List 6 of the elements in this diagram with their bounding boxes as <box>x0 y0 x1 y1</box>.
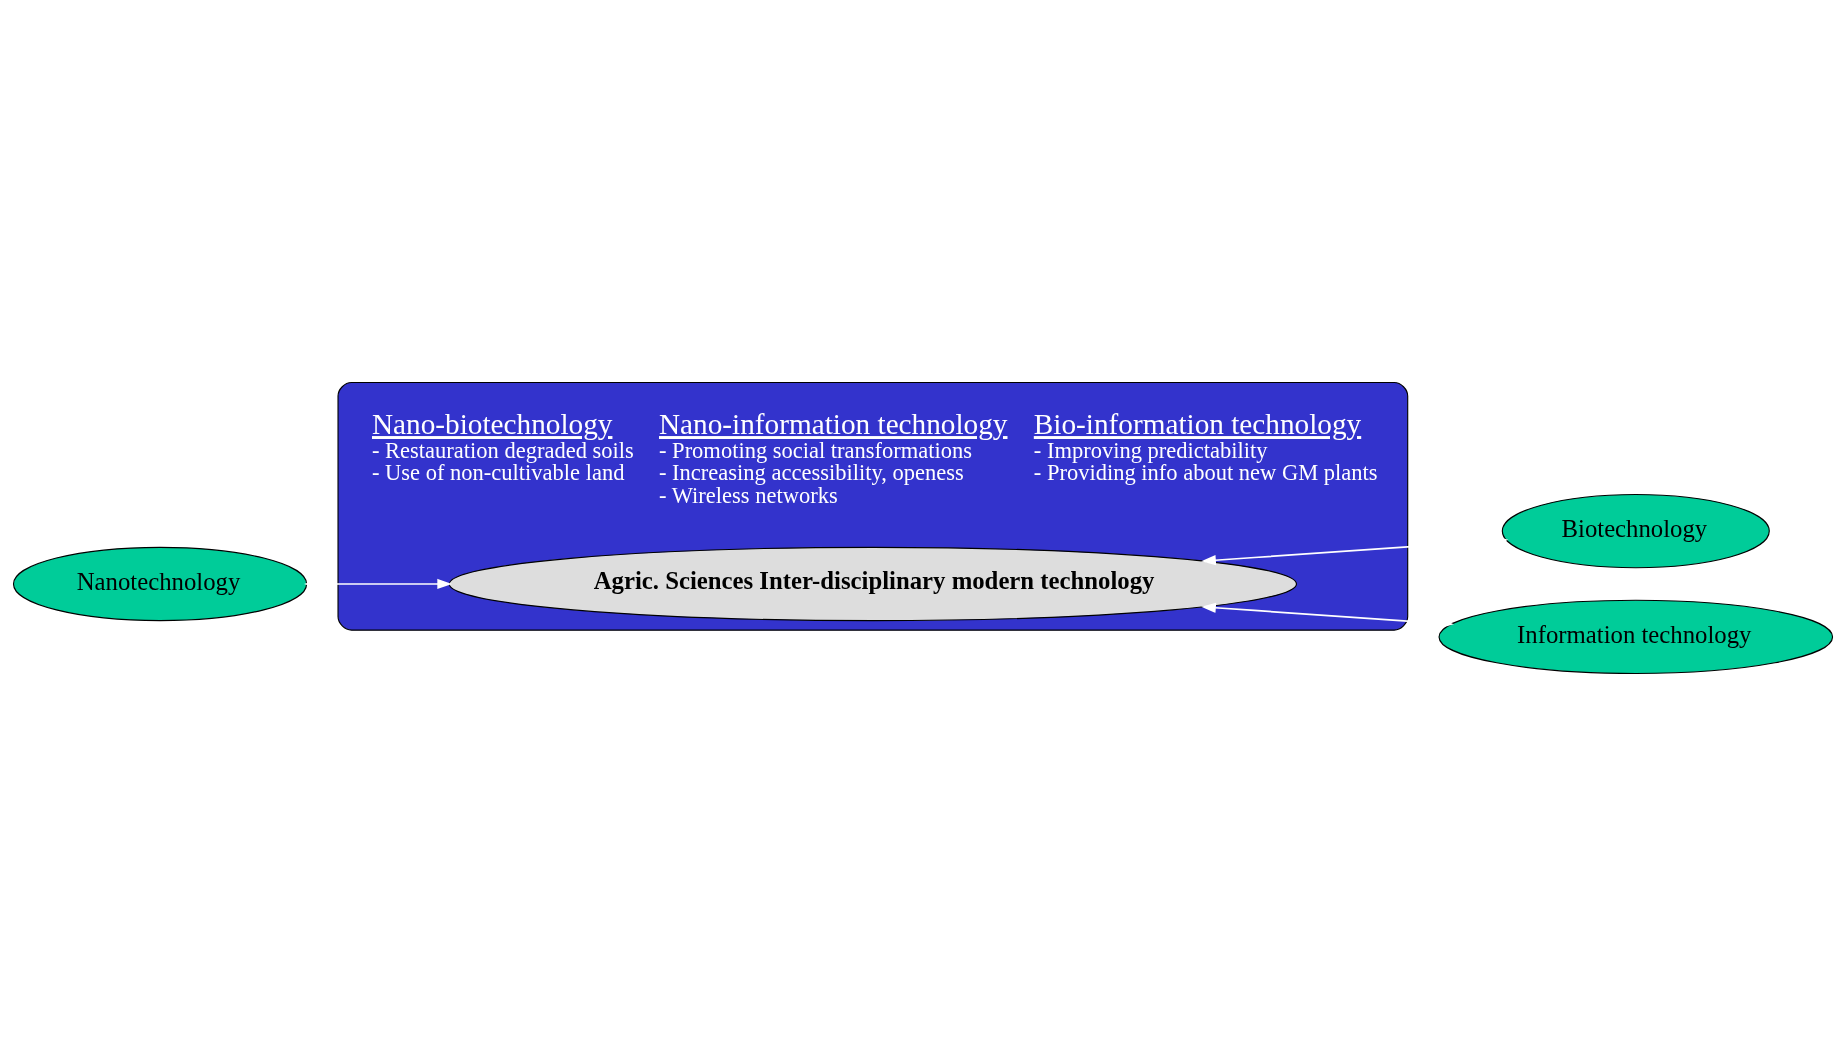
arrow <box>1200 535 1508 565</box>
arrow <box>303 578 452 589</box>
node-ellipse: Agric. Sciences Inter-disciplinary modern technology <box>448 546 1297 621</box>
node-ellipse: Biotechnology <box>1501 493 1770 568</box>
arrow <box>1200 602 1454 628</box>
node-ellipse: Nanotechnology <box>12 546 307 621</box>
